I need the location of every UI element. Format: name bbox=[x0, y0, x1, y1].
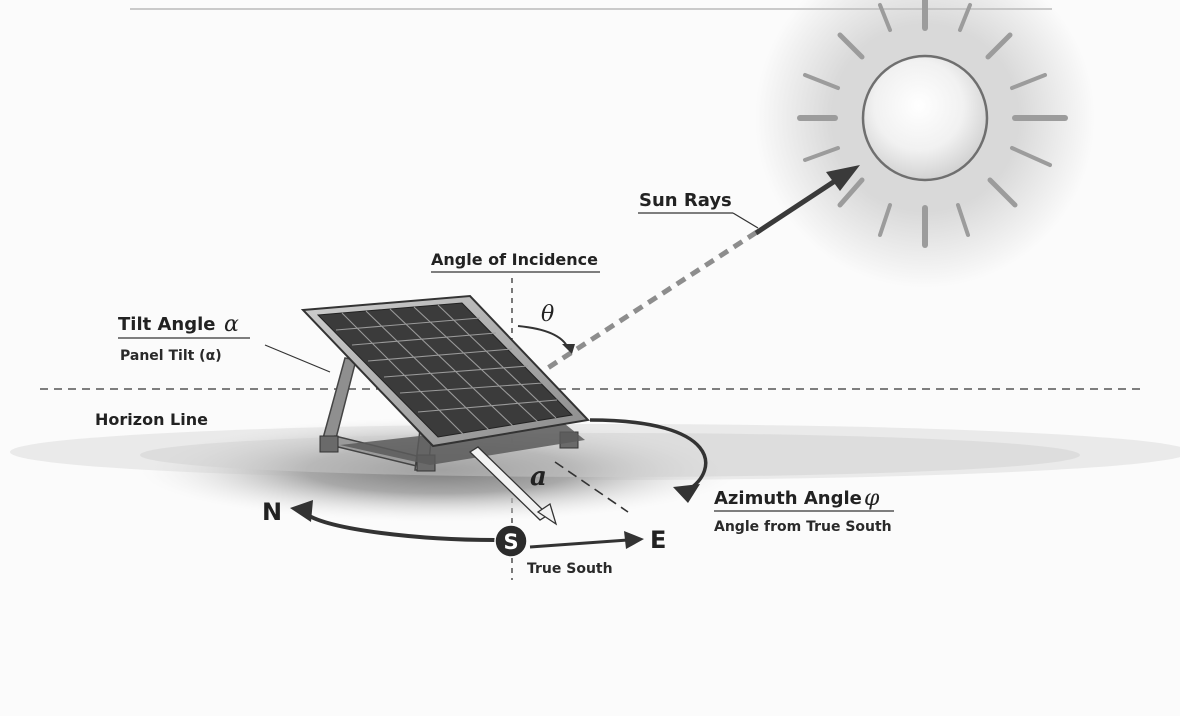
alpha-ground-symbol: a bbox=[530, 462, 547, 492]
north-arrow-head bbox=[290, 500, 313, 522]
azimuth-arrow-head bbox=[673, 484, 700, 503]
panel-tilt-label: Panel Tilt (α) bbox=[120, 348, 222, 364]
tilt-leader bbox=[264, 344, 331, 373]
horizon-line-label: Horizon Line bbox=[95, 410, 208, 429]
angle-of-incidence-label: Angle of Incidence bbox=[431, 250, 598, 269]
theta-arc bbox=[517, 325, 569, 349]
azimuth-angle-label: Azimuth Angle bbox=[714, 488, 862, 509]
east-arrow bbox=[529, 538, 629, 549]
compass-south-marker: S bbox=[494, 524, 528, 558]
sun-rays-label: Sun Rays bbox=[639, 190, 732, 211]
azimuth-angle-symbol: φ bbox=[864, 486, 880, 511]
sun-icon bbox=[755, 0, 1095, 288]
ground bbox=[10, 418, 1180, 522]
sun-ray-arrow bbox=[518, 165, 860, 389]
solar-panel-icon bbox=[300, 294, 591, 472]
tilt-angle-label: Tilt Angle bbox=[118, 314, 216, 335]
azimuth-arc bbox=[589, 418, 708, 492]
east-label: E bbox=[650, 526, 666, 554]
panel-ground-projection bbox=[468, 446, 629, 526]
north-label: N bbox=[262, 498, 282, 526]
theta-symbol: θ bbox=[541, 302, 554, 327]
south-label: S bbox=[503, 530, 518, 554]
angle-from-south-label: Angle from True South bbox=[714, 519, 892, 535]
true-south-label: True South bbox=[527, 561, 613, 577]
north-arc bbox=[304, 512, 496, 542]
tilt-angle-symbol: α bbox=[224, 312, 239, 337]
